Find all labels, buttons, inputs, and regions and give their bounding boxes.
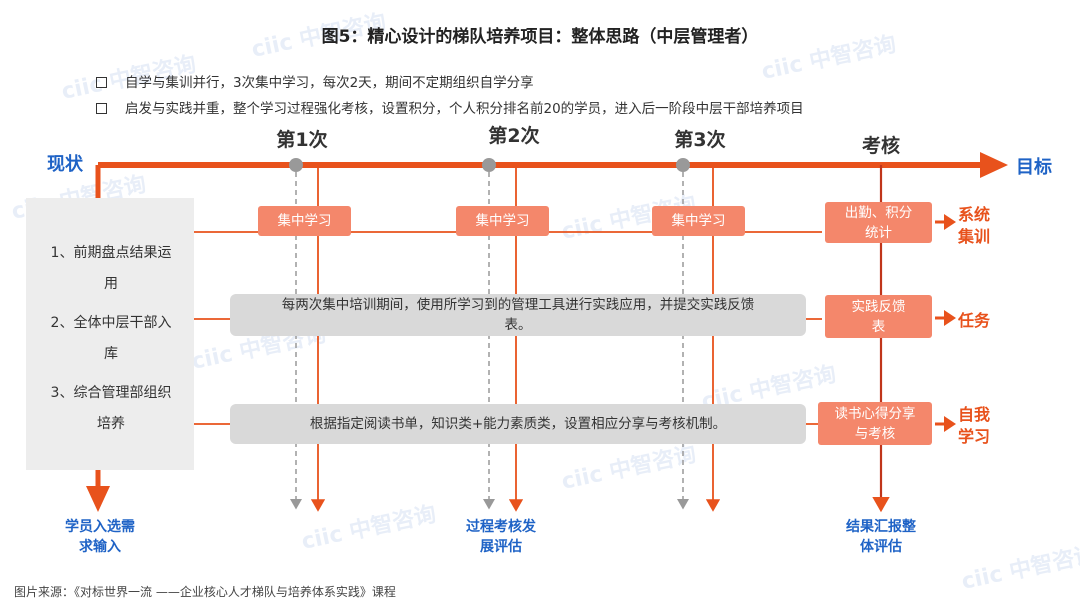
session-box: 集中学习 <box>652 206 745 236</box>
round-label: 考核 <box>861 135 901 157</box>
timeline-arrowhead-icon <box>980 152 1008 178</box>
round-label: 第1次 <box>276 129 328 151</box>
left-panel <box>26 198 194 470</box>
square-bullet-icon <box>96 76 107 88</box>
end-label: 目标 <box>1016 157 1052 178</box>
assessment-box: 读书心得分享与考核 <box>818 402 932 445</box>
round-marker <box>676 158 690 172</box>
source-caption: 图片来源：《对标世界一流 ——企业核心人才梯队与培养体系实践》课程 <box>14 585 396 599</box>
bullet-item: 自学与集训并行，3次集中学习，每次2天，期间不定期组织自学分享 <box>96 71 534 91</box>
bottom-label: 学员入选需求输入 <box>65 519 135 555</box>
right-arrow-icon <box>944 214 956 230</box>
left-panel-item: 3、综合管理部组织培养 <box>50 385 172 432</box>
round-label: 第3次 <box>674 129 726 151</box>
square-bullet-icon <box>96 102 107 114</box>
assessment-box: 出勤、积分统计 <box>825 202 932 243</box>
session-box: 集中学习 <box>456 206 549 236</box>
assessment-box: 实践反馈表 <box>825 295 932 338</box>
right-arrow-icon <box>944 416 956 432</box>
right-label: 任务 <box>958 311 991 330</box>
down-arrow-icon <box>86 486 110 512</box>
round-label: 第2次 <box>488 125 540 147</box>
left-panel-item: 2、全体中层干部入库 <box>50 315 172 362</box>
right-label: 系统集训 <box>958 205 991 246</box>
left-panel-item: 1、前期盘点结果运用 <box>50 245 172 292</box>
bullet-text: 启发与实践并重，整个学习过程强化考核，设置积分，个人积分排名前20的学员，进入后… <box>125 101 804 117</box>
right-label: 自我学习 <box>958 405 991 446</box>
right-arrow-icon <box>944 310 956 326</box>
bottom-label: 过程考核发展评估 <box>466 519 536 555</box>
bullet-item: 启发与实践并重，整个学习过程强化考核，设置积分，个人积分排名前20的学员，进入后… <box>96 97 804 117</box>
practice-box: 每两次集中培训期间，使用所学习到的管理工具进行实践应用，并提交实践反馈表。 <box>230 294 806 336</box>
reading-box: 根据指定阅读书单，知识类+能力素质类，设置相应分享与考核机制。 <box>230 404 806 444</box>
figure-title: 图5：精心设计的梯队培养项目：整体思路（中层管理者） <box>321 27 759 47</box>
session-box: 集中学习 <box>258 206 351 236</box>
start-label: 现状 <box>47 154 83 175</box>
round-marker <box>482 158 496 172</box>
round-marker <box>289 158 303 172</box>
bullet-text: 自学与集训并行，3次集中学习，每次2天，期间不定期组织自学分享 <box>125 75 534 91</box>
bottom-label: 结果汇报整体评估 <box>846 519 916 555</box>
